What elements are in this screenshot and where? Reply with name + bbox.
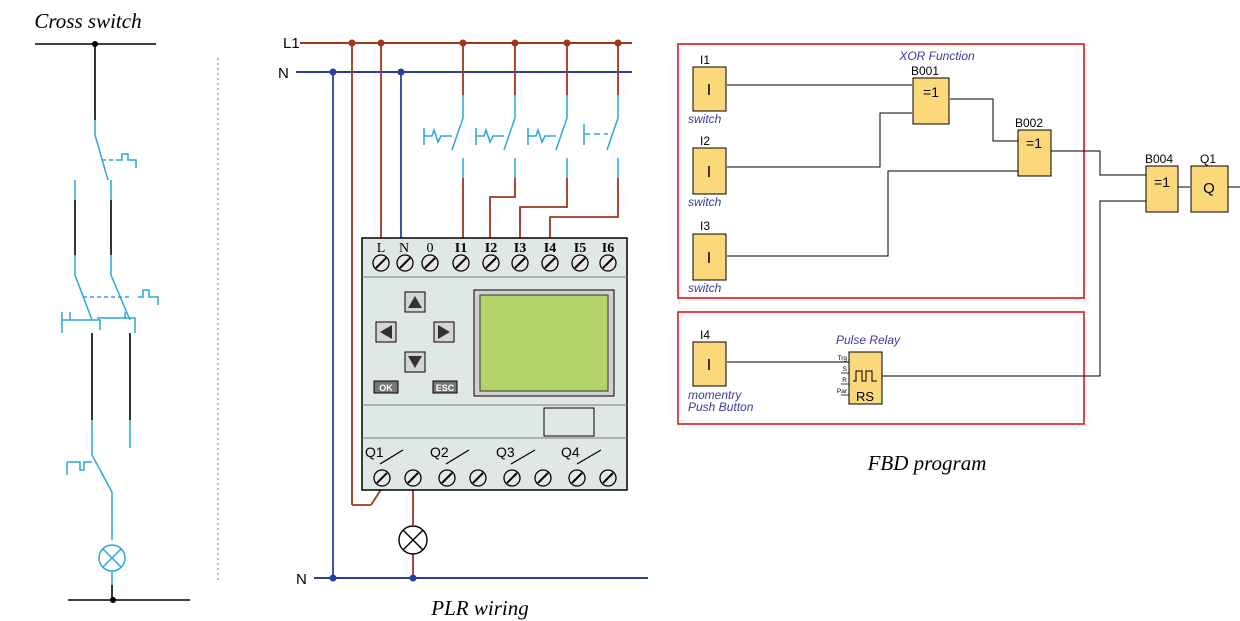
esc-button <box>432 380 458 394</box>
block-b004 <box>1145 165 1179 213</box>
pulse-relay-frame <box>677 311 1085 425</box>
terminal-i5: I5 <box>574 241 586 256</box>
output-q1-symbol: Q <box>1203 180 1215 197</box>
plr-wiring-diagram: L1 N N <box>278 35 648 620</box>
input-i4-symbol: I <box>707 357 711 374</box>
module-slot <box>543 407 595 437</box>
input-i1-name: I1 <box>700 53 710 67</box>
output-q4: Q4 <box>561 444 580 460</box>
pulse-relay-block: Trg S R Par RS <box>837 351 883 405</box>
input-i4-block <box>692 341 727 387</box>
ok-button <box>373 380 399 394</box>
input-i2-symbol: I <box>707 164 711 181</box>
ok-label: OK <box>379 383 393 393</box>
terminal-i2: I2 <box>485 241 497 256</box>
block-b002-func: =1 <box>1026 135 1042 151</box>
output-q3: Q3 <box>496 444 515 460</box>
input-i3-block <box>692 233 727 281</box>
input-i1-symbol: I <box>707 82 711 99</box>
block-b001-name: B001 <box>911 64 939 78</box>
input-i3-label: switch <box>688 281 722 295</box>
rs-pin-trg: Trg <box>837 355 847 362</box>
terminal-0: 0 <box>427 241 434 256</box>
block-b002-name: B002 <box>1015 116 1043 130</box>
pulse-relay-title: Pulse Relay <box>836 333 901 347</box>
rs-pin-par: Par <box>837 388 848 395</box>
xor-function-frame <box>677 43 1085 299</box>
rail-l1-label: L1 <box>283 35 300 52</box>
lamp-icon <box>398 525 428 555</box>
output-q1-name: Q1 <box>1200 152 1216 166</box>
plr-caption: PLR wiring <box>430 596 528 620</box>
input-i4-label-line1: momentry <box>688 388 742 402</box>
input-i1-block <box>692 66 727 112</box>
esc-label: ESC <box>436 383 455 393</box>
terminal-i4: I4 <box>544 241 556 256</box>
terminal-n: N <box>399 241 409 256</box>
pulse-waveform-icon <box>853 370 877 382</box>
input-i3-name: I3 <box>700 219 710 233</box>
input-i3-symbol: I <box>707 250 711 267</box>
plr-module: L N 0 I1 I2 I3 I4 I5 I6 <box>361 237 628 491</box>
rs-pin-r: R <box>842 377 847 384</box>
fbd-program-diagram: XOR Function Pulse Relay I1 I switch I2 … <box>677 43 1240 475</box>
terminal-i3: I3 <box>514 241 526 256</box>
input-switches <box>423 95 619 178</box>
terminal-i1: I1 <box>455 241 467 256</box>
block-b001 <box>912 77 950 125</box>
rs-label: RS <box>856 389 874 404</box>
input-i2-label: switch <box>688 195 722 209</box>
fbd-caption: FBD program <box>867 451 987 475</box>
block-b004-name: B004 <box>1145 152 1173 166</box>
nav-keypad: OK ESC <box>373 291 458 394</box>
terminal-i6: I6 <box>602 241 614 256</box>
cross-switch-diagram: Cross switch <box>34 9 190 603</box>
changeover-switch-1 <box>61 120 159 585</box>
lcd-screen <box>479 294 609 392</box>
input-i2-block <box>692 147 727 195</box>
terminal-l: L <box>377 241 386 256</box>
input-i4-label-line2: Push Button <box>688 400 754 414</box>
block-b002 <box>1017 129 1052 177</box>
cross-switch-title: Cross switch <box>34 9 141 33</box>
block-b001-func: =1 <box>923 84 939 100</box>
output-q2: Q2 <box>430 444 449 460</box>
rail-n-top-label: N <box>278 65 289 82</box>
input-i4-name: I4 <box>700 328 710 342</box>
output-q1: Q1 <box>365 444 384 460</box>
input-i2-name: I2 <box>700 134 710 148</box>
rail-n-bottom-label: N <box>296 571 307 588</box>
rs-pin-s: S <box>843 366 848 373</box>
block-b004-func: =1 <box>1154 174 1170 190</box>
xor-function-title: XOR Function <box>898 49 975 63</box>
output-q1-block <box>1190 165 1229 213</box>
input-i1-label: switch <box>688 112 722 126</box>
